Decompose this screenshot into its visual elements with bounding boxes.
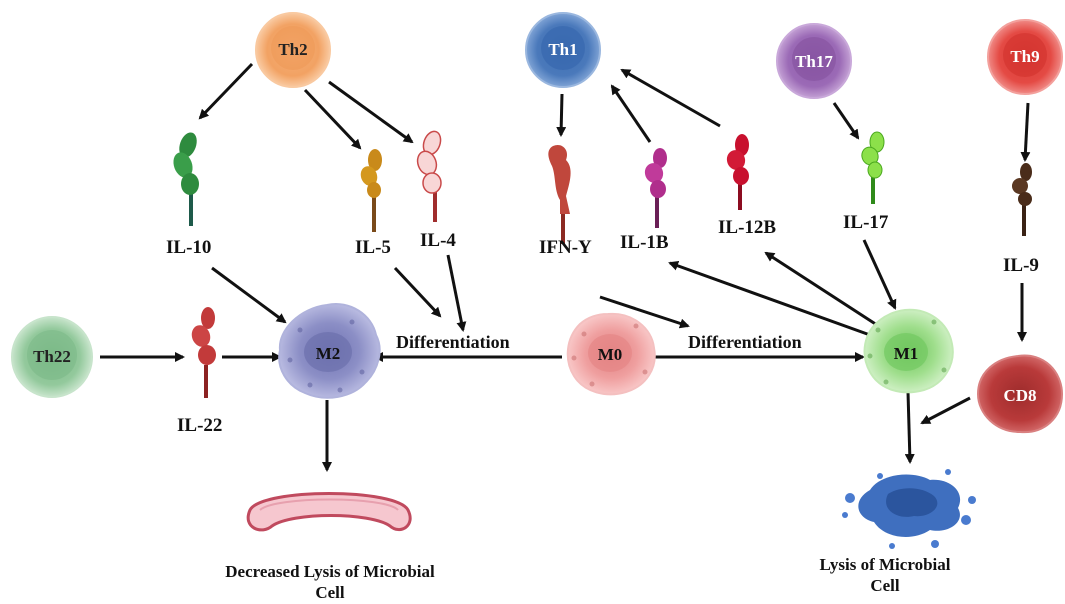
il12b-receptor: [726, 134, 749, 210]
th2-label: Th2: [278, 40, 307, 59]
ifny-receptor: [548, 144, 571, 244]
arrow-cd8-outcome: [920, 396, 971, 425]
th1-cell: Th1: [525, 12, 601, 88]
il12b-label: IL-12B: [718, 217, 777, 238]
outcome-right-line2: Cell: [870, 576, 900, 596]
il9-receptor: [1012, 163, 1032, 236]
th22-label: Th22: [33, 347, 71, 366]
vessel-icon: [246, 492, 412, 532]
th22-cell: Th22: [11, 316, 93, 398]
arrow-m1-il1b: [668, 261, 871, 337]
arrow-th17-il17: [832, 102, 860, 140]
outcome-right: Lysis of Microbial Cell: [795, 554, 975, 597]
arrow-il1b-th1: [610, 84, 652, 143]
th1-label: Th1: [548, 40, 577, 59]
th9-label: Th9: [1010, 47, 1039, 66]
m2-macrophage: M2: [278, 303, 381, 399]
arrow-th1-ifny: [556, 93, 567, 137]
th17-label: Th17: [795, 52, 833, 71]
il5-receptor: [360, 149, 382, 232]
il4-label: IL-4: [420, 230, 456, 251]
il4-receptor: [416, 130, 442, 222]
arrow-ifny-diff: [599, 295, 690, 329]
m0-macrophage: M0: [566, 312, 656, 396]
th2-cell: Th2: [255, 12, 331, 88]
th17-cell: Th17: [776, 23, 852, 99]
m2-label: M2: [316, 344, 341, 363]
m1-macrophage: M1: [863, 308, 954, 394]
cd8-label: CD8: [1003, 386, 1036, 405]
il10-receptor: [173, 132, 199, 226]
outcome-left-line2: Cell: [315, 583, 345, 603]
arrow-th2-il4: [328, 80, 414, 144]
il5-label: IL-5: [355, 237, 391, 258]
outcome-left: Decreased Lysis of Microbial Cell: [190, 561, 470, 604]
arrow-m1-outcome: [904, 391, 915, 464]
th9-cell: Th9: [987, 19, 1063, 95]
arrows: [100, 62, 1031, 472]
il22-receptor: [191, 307, 216, 398]
differentiation-left-label: Differentiation: [396, 332, 510, 352]
il22-label: IL-22: [177, 415, 223, 436]
il1b-label: IL-1B: [620, 232, 669, 253]
il10-label: IL-10: [166, 237, 212, 258]
m0-label: M0: [598, 345, 623, 364]
arrow-il12b-th1: [620, 68, 721, 128]
arrow-il5-diff: [393, 266, 442, 318]
outcome-left-line1: Decreased Lysis of Microbial: [225, 562, 435, 581]
il1b-receptor: [644, 148, 667, 228]
differentiation-right-label: Differentiation: [688, 332, 802, 352]
cd8-cell: CD8: [976, 354, 1064, 434]
arrow-th9-il9: [1020, 102, 1031, 162]
il17-receptor: [861, 131, 885, 204]
outcome-right-line1: Lysis of Microbial: [819, 555, 951, 574]
m1-label: M1: [894, 344, 919, 363]
arrow-il10-m2: [211, 266, 287, 324]
arrow-m1-il12b: [764, 251, 878, 327]
lysed-microbe-icon: [842, 469, 976, 549]
il17-label: IL-17: [843, 212, 889, 233]
ifny-label: IFN-Y: [539, 237, 592, 258]
arrow-il4-diff: [446, 254, 467, 332]
arrow-th2-il5: [303, 88, 362, 150]
il9-label: IL-9: [1003, 255, 1039, 276]
arrow-th2-il10: [198, 62, 254, 120]
arrow-il17-m1: [862, 239, 897, 310]
